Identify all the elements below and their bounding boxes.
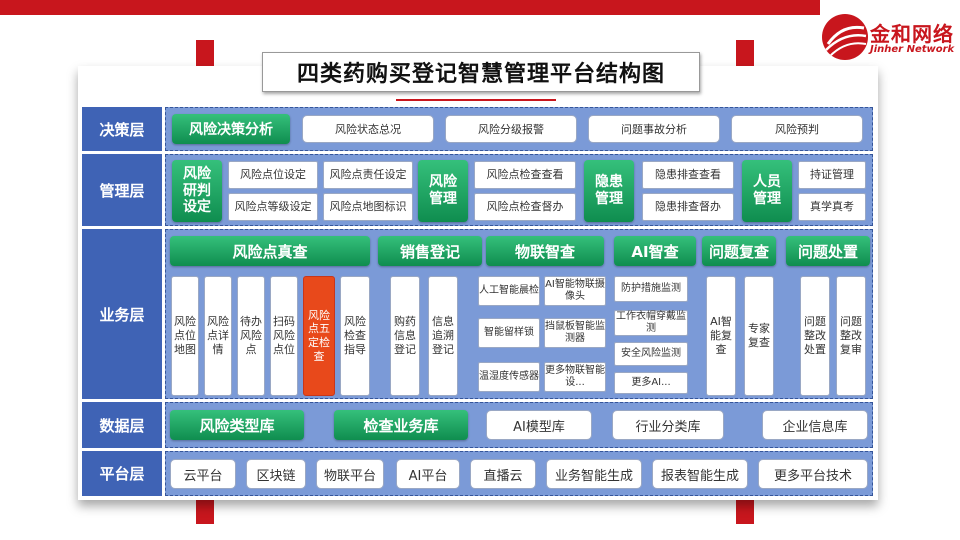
mgmt-head-risk-manage[interactable]: 风险管理 — [418, 160, 468, 222]
biz-protection-monitor[interactable]: 防护措施监测 — [614, 276, 688, 302]
biz-risk-check-guide[interactable]: 风险检查指导 — [340, 276, 370, 396]
decision-row: 风险决策分析 风险状态总况 风险分级报警 问题事故分析 风险预判 — [165, 107, 873, 151]
platform-more-tech[interactable]: 更多平台技术 — [758, 459, 868, 489]
data-head-risk-type-lib[interactable]: 风险类型库 — [170, 410, 304, 440]
biz-more-ai[interactable]: 更多AI... — [614, 372, 688, 394]
layer-label-management: 管理层 — [82, 154, 162, 226]
biz-scan-risk-point[interactable]: 扫码风险点位 — [270, 276, 298, 396]
page-title: 四类药购买登记智慧管理平台结构图 — [262, 52, 700, 92]
biz-ai-iot-camera[interactable]: AI智能物联摄像头 — [544, 276, 606, 306]
biz-head-ai-check[interactable]: AI智查 — [614, 236, 696, 266]
decision-item-1[interactable]: 风险状态总况 — [302, 115, 434, 143]
layer-label-business: 业务层 — [82, 229, 162, 399]
mgmt-item-risk-duty-set[interactable]: 风险点责任设定 — [323, 161, 413, 189]
brand-name-cn: 金和网络 — [870, 22, 954, 46]
decision-item-2[interactable]: 风险分级报警 — [445, 115, 577, 143]
biz-rat-board-monitor[interactable]: 挡鼠板智能监测器 — [544, 318, 606, 348]
mgmt-item-risk-level-set[interactable]: 风险点等级设定 — [228, 193, 318, 221]
data-item-enterprise-lib[interactable]: 企业信息库 — [762, 410, 868, 440]
mgmt-item-risk-map-mark[interactable]: 风险点地图标识 — [323, 193, 413, 221]
top-red-bar — [0, 0, 820, 15]
top-white-gap — [820, 0, 960, 15]
mgmt-item-real-study[interactable]: 真学真考 — [798, 193, 866, 221]
frame-tab-right-bottom — [736, 496, 754, 524]
title-underline — [396, 99, 556, 101]
biz-workwear-monitor[interactable]: 工作衣帽穿戴监测 — [614, 310, 688, 336]
management-row: 风险研判设定 风险点位设定 风险点责任设定 风险点等级设定 风险点地图标识 风险… — [165, 154, 873, 226]
biz-risk-point-detail[interactable]: 风险点详情 — [204, 276, 232, 396]
decision-head[interactable]: 风险决策分析 — [172, 114, 290, 144]
biz-smart-sample-lock[interactable]: 智能留样锁 — [478, 318, 540, 348]
biz-drug-purchase-register[interactable]: 购药信息登记 — [390, 276, 420, 396]
data-item-ai-model-lib[interactable]: AI模型库 — [486, 410, 592, 440]
platform-row: 云平台 区块链 物联平台 AI平台 直播云 业务智能生成 报表智能生成 更多平台… — [165, 451, 873, 496]
biz-risk-point-map[interactable]: 风险点位地图 — [171, 276, 199, 396]
biz-todo-risk-point[interactable]: 待办风险点 — [237, 276, 265, 396]
business-row: 风险点真查 销售登记 物联智查 AI智查 问题复查 问题处置 风险点位地图 风险… — [165, 229, 873, 399]
platform-cloud[interactable]: 云平台 — [170, 459, 236, 489]
biz-rectify-handle[interactable]: 问题整改处置 — [800, 276, 830, 396]
mgmt-head-risk-assess[interactable]: 风险研判设定 — [172, 160, 222, 222]
platform-live-cloud[interactable]: 直播云 — [470, 459, 536, 489]
biz-rectify-recheck[interactable]: 问题整改复审 — [836, 276, 866, 396]
mgmt-item-risk-point-set[interactable]: 风险点位设定 — [228, 161, 318, 189]
brand-name-en: Jinher Network — [870, 44, 955, 55]
layer-label-platform: 平台层 — [82, 451, 162, 496]
biz-ai-review[interactable]: AI智能复查 — [706, 276, 736, 396]
mgmt-item-hazard-supervise[interactable]: 隐患排查督办 — [642, 193, 734, 221]
platform-blockchain[interactable]: 区块链 — [246, 459, 306, 489]
biz-head-sales-register[interactable]: 销售登记 — [378, 236, 482, 266]
platform-iot[interactable]: 物联平台 — [316, 459, 384, 489]
mgmt-item-hazard-view[interactable]: 隐患排查查看 — [642, 161, 734, 189]
biz-more-iot-devices[interactable]: 更多物联智能设... — [544, 362, 606, 392]
data-row: 风险类型库 检查业务库 AI模型库 行业分类库 企业信息库 — [165, 402, 873, 448]
biz-expert-review[interactable]: 专家复查 — [744, 276, 774, 396]
biz-head-risk-check[interactable]: 风险点真查 — [170, 236, 370, 266]
data-head-check-biz-lib[interactable]: 检查业务库 — [334, 410, 468, 440]
platform-report-auto-gen[interactable]: 报表智能生成 — [652, 459, 748, 489]
decision-item-4[interactable]: 风险预判 — [731, 115, 863, 143]
frame-tab-left-bottom — [196, 496, 214, 524]
mgmt-item-cert-manage[interactable]: 持证管理 — [798, 161, 866, 189]
platform-ai[interactable]: AI平台 — [396, 459, 460, 489]
biz-temp-humidity-sensor[interactable]: 温湿度传感器 — [478, 362, 540, 392]
decision-item-3[interactable]: 问题事故分析 — [588, 115, 720, 143]
brand-logo: 金和网络 Jinher Network — [822, 14, 955, 62]
biz-risk-five-fixed-check[interactable]: 风险点五定检查 — [303, 276, 335, 396]
biz-safety-risk-monitor[interactable]: 安全风险监测 — [614, 342, 688, 366]
layer-label-decision: 决策层 — [82, 107, 162, 151]
biz-info-trace-register[interactable]: 信息追溯登记 — [428, 276, 458, 396]
platform-biz-auto-gen[interactable]: 业务智能生成 — [546, 459, 642, 489]
biz-head-iot-check[interactable]: 物联智查 — [486, 236, 604, 266]
mgmt-item-risk-check-view[interactable]: 风险点检查查看 — [474, 161, 576, 189]
mgmt-item-risk-check-supervise[interactable]: 风险点检查督办 — [474, 193, 576, 221]
biz-head-problem-handle[interactable]: 问题处置 — [786, 236, 870, 266]
mgmt-head-staff-manage[interactable]: 人员管理 — [742, 160, 792, 222]
biz-head-problem-review[interactable]: 问题复查 — [702, 236, 776, 266]
globe-logo-icon — [822, 14, 868, 60]
biz-ai-morning-check[interactable]: 人工智能晨检 — [478, 276, 540, 306]
layer-label-data: 数据层 — [82, 402, 162, 448]
mgmt-head-hazard-manage[interactable]: 隐患管理 — [584, 160, 634, 222]
data-item-industry-lib[interactable]: 行业分类库 — [612, 410, 724, 440]
